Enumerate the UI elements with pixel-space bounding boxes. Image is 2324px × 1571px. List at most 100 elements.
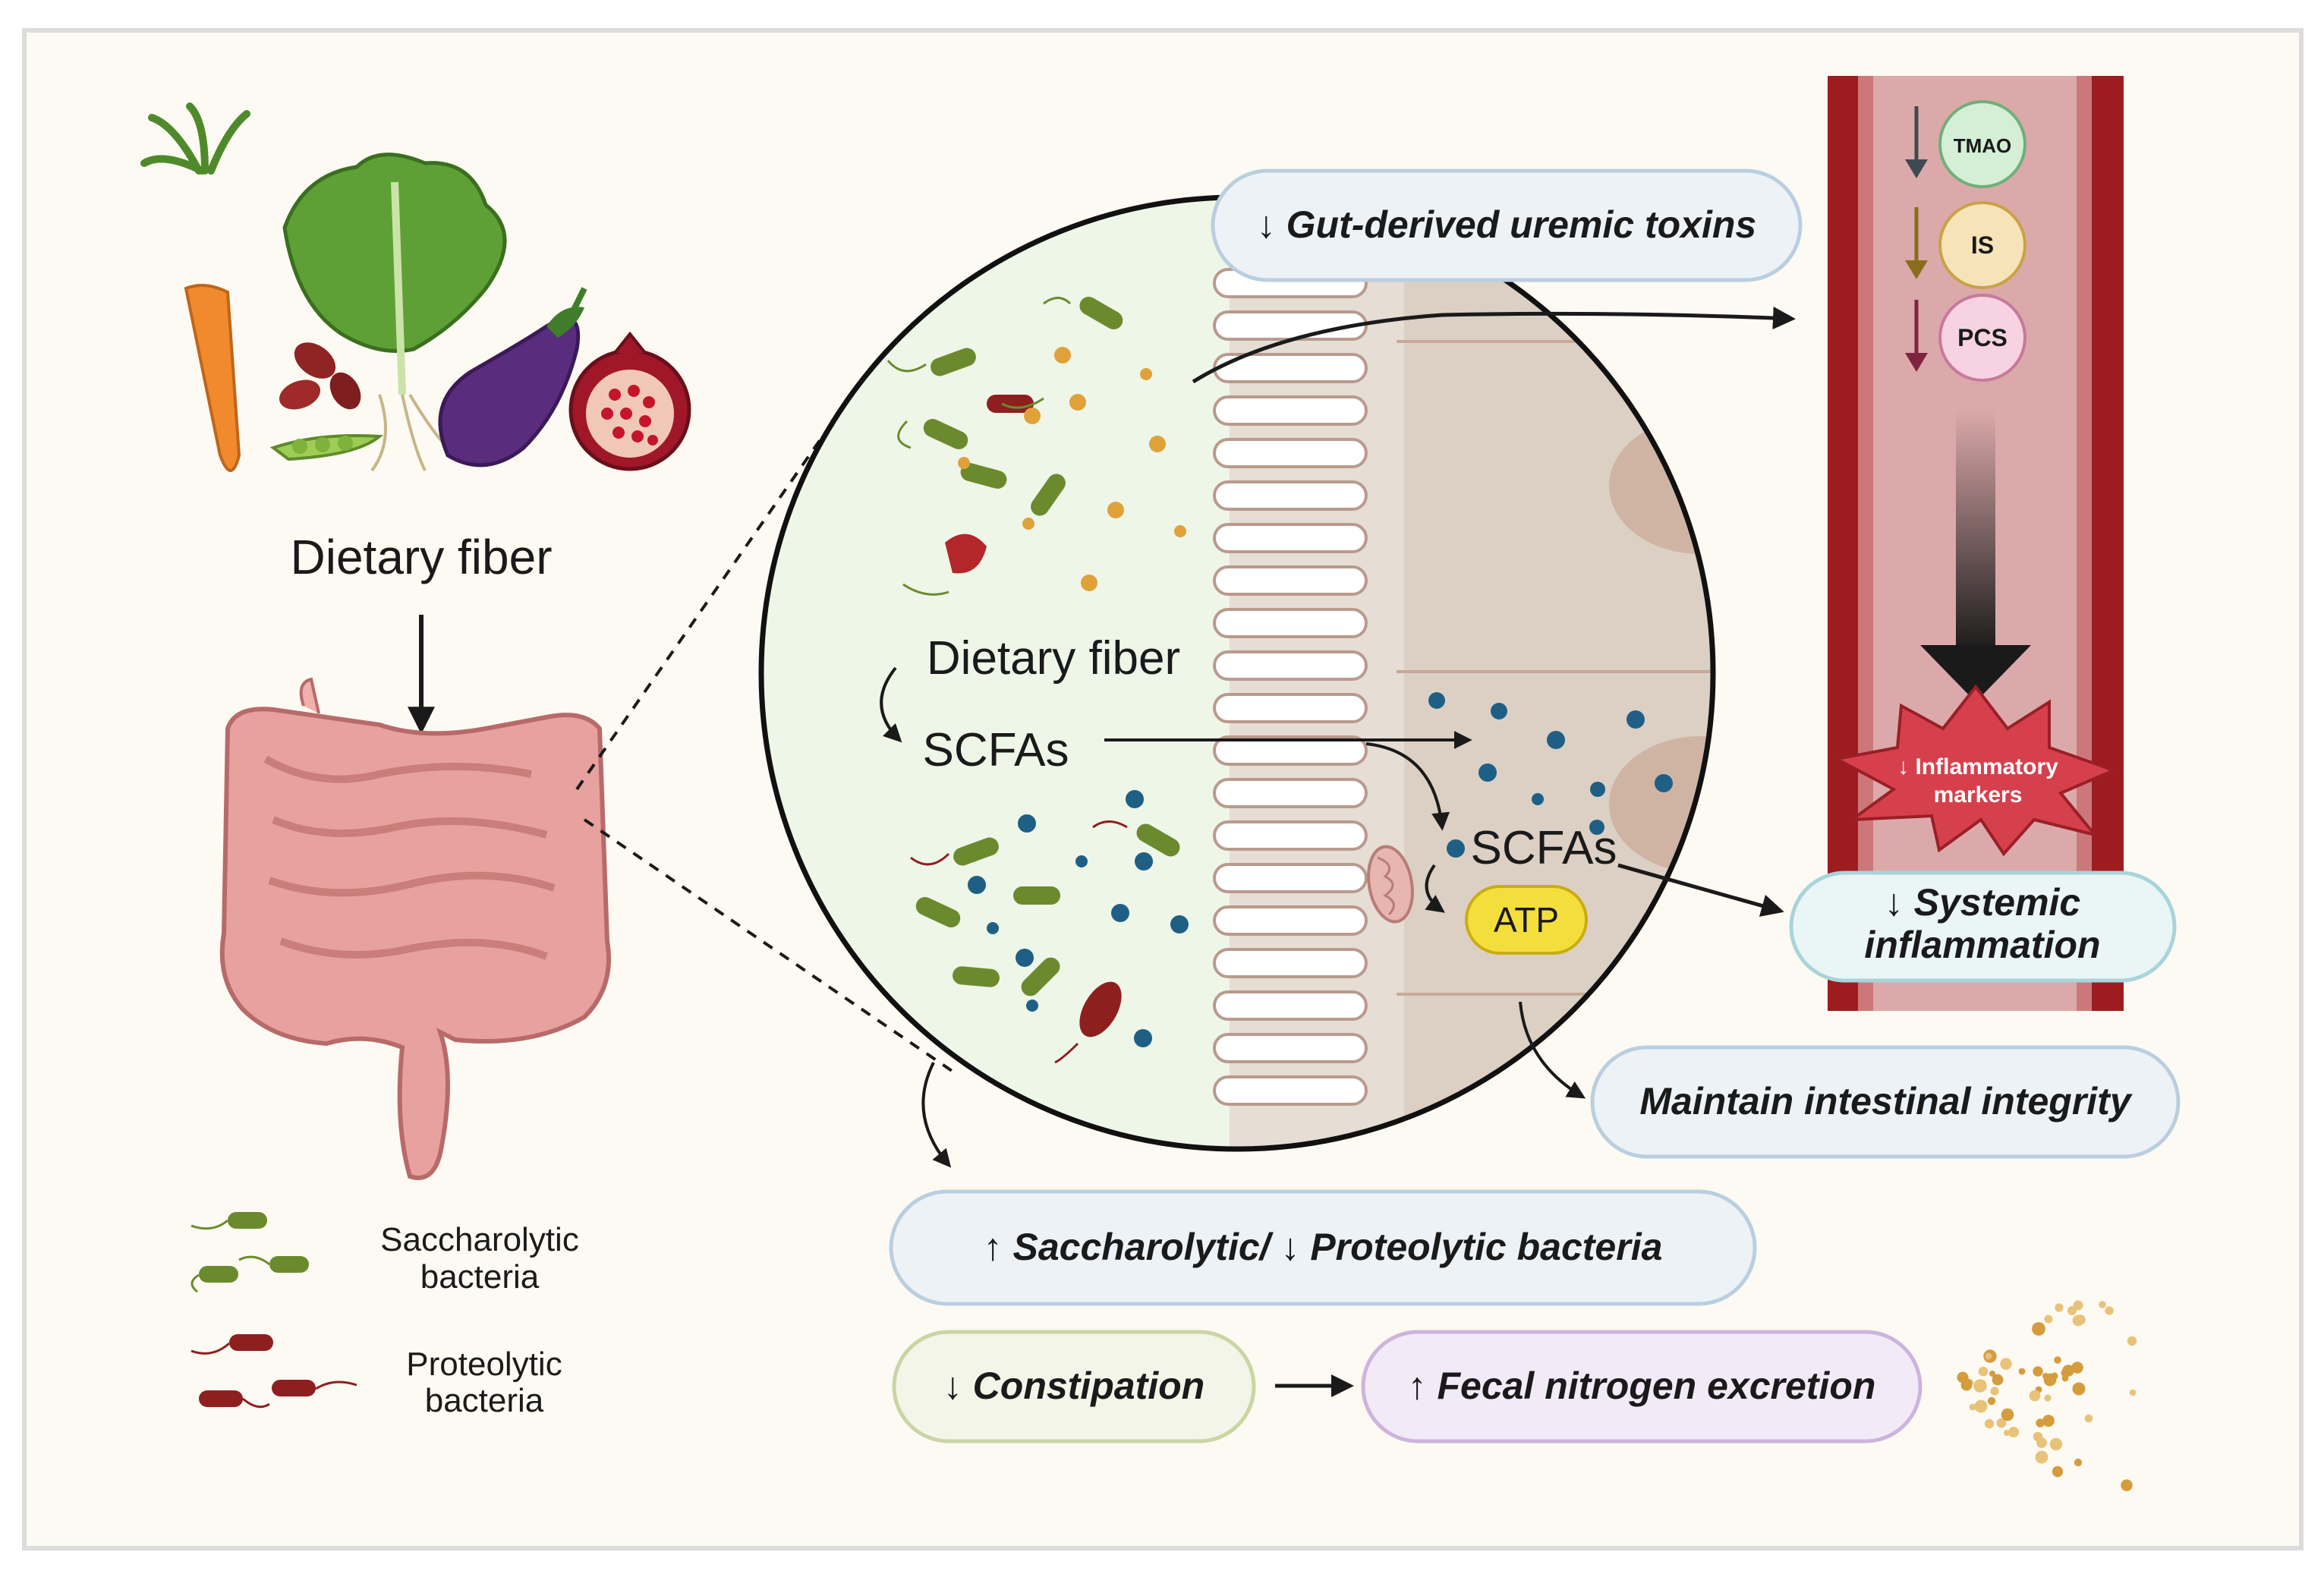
systemic-inflammation-line2: inflammation [1864,924,2100,966]
inflammatory-markers-line2: markers [1934,782,2023,808]
nitrogen-particle [2084,1414,2093,1423]
nitrogen-particle [2099,1301,2106,1308]
fiber-to-scfa-arrow [880,666,902,743]
villus [1213,948,1368,978]
nitrogen-particle [2008,1427,2019,1437]
nitrogen-particle [1974,1399,1988,1413]
to-bacteria-box-arrow [921,1062,952,1168]
lettuce-icon [282,153,507,472]
nitrogen-particle [2105,1306,2114,1315]
uremic-toxin-list: TMAO IS PCS [1905,100,2026,382]
villus [1213,608,1368,638]
intestinal-integrity-box: Maintain intestinal integrity [1590,1045,2181,1159]
villus [1213,438,1368,468]
nitrogen-particle [1990,1387,1999,1396]
legend-proteolytic: Proteolytic bacteria [191,1334,562,1419]
villus [1213,863,1368,893]
nitrogen-particle [2121,1479,2133,1491]
nitrogen-particle [2042,1415,2055,1427]
bacteria-shift-box: ↑ Saccharolytic/ ↓ Proteolytic bacteria [889,1189,1757,1306]
atp-label: ATP [1494,900,1559,940]
lumen-bacteria-bottom [910,790,1189,1064]
nitrogen-particle [2032,1322,2045,1336]
intestinal-villi [1213,268,1368,1106]
nitrogen-particle [2061,1374,2069,1382]
nitrogen-particle [2073,1300,2083,1311]
dietary-fiber-label: Dietary fiber [291,530,553,584]
nitrogen-particle [2044,1394,2052,1402]
pea-pod-icon [269,434,384,461]
decrease-arrow-head [1905,260,1928,279]
nitrogen-particle [1989,1370,1996,1377]
legend-saccharolytic-line2: bacteria [420,1258,540,1296]
villus [1213,480,1368,511]
fecal-nitrogen-text: ↑ Fecal nitrogen excretion [1408,1365,1876,1407]
nitrogen-particle [2000,1358,2012,1370]
toxin-tmao: TMAO [1905,100,2026,188]
nitrogen-particle [1992,1374,2004,1386]
nitrogen-particle [2035,1450,2048,1464]
toxin-is: IS [1905,201,2026,289]
uremic-toxins-text: ↓ Gut-derived uremic toxins [1257,203,1756,246]
intestine-icon [219,677,611,1180]
constipation-box: ↓ Constipation [892,1330,1256,1443]
mitochondrion-icon [1367,845,1414,924]
villus [1213,565,1368,596]
saccharolytic-bacteria-icon [191,1212,309,1293]
eggplant-icon [438,287,587,468]
inflammatory-markers-burst: ↓ Inflammatory markers [1832,684,2118,857]
systemic-inflammation-box: ↓ Systemic inflammation [1789,871,2177,983]
nitrogen-particle [2072,1382,2086,1396]
nitrogen-particle [2033,1366,2043,1377]
nitrogen-particle [2129,1389,2137,1396]
mitochondria-to-atp-arrow [1425,864,1445,913]
villus [1213,523,1368,553]
toxin-label: IS [1971,231,1994,259]
nitrogen-particle [2074,1458,2083,1467]
villus [1213,395,1368,426]
villus [1213,905,1368,936]
nitrogen-particle [1996,1418,2007,1428]
villus [1213,820,1368,851]
nitrogen-particle [1969,1403,1976,1411]
villus [1213,650,1368,681]
nitrogen-particle [2062,1365,2074,1377]
nitrogen-particle [2072,1314,2084,1327]
nitrogen-particle [1985,1352,1992,1360]
nitrogen-particle [2067,1306,2077,1315]
zoom-line-bottom [583,818,958,1075]
systemic-inflammation-line1: ↓ Systemic [1885,881,2081,924]
lumen-bacteria-top [886,297,1186,596]
legend-saccharolytic: Saccharolytic bacteria [191,1212,579,1296]
toxin-circle [1938,294,2026,382]
fecal-nitrogen-box: ↑ Fecal nitrogen excretion [1361,1330,1922,1443]
nitrogen-particle [1987,1396,1996,1406]
nitrogen-particle [1962,1378,1973,1389]
nitrogen-particle [2071,1362,2083,1374]
nitrogen-particle [2036,1437,2047,1448]
nitrogen-particle [1973,1379,1987,1393]
intestinal-integrity-text: Maintain intestinal integrity [1639,1080,2132,1122]
toxin-label: TMAO [1954,134,2012,157]
kidney-beans-icon [279,342,361,410]
toxin-label: PCS [1957,324,2008,351]
circle-dietary-fiber-label: Dietary fiber [927,632,1180,685]
atp-badge: ATP [1465,885,1588,955]
legend-saccharolytic-line1: Saccharolytic [380,1221,579,1258]
bacteria-shift-text: ↑ Saccharolytic/ ↓ Proteolytic bacteria [984,1226,1663,1268]
decrease-arrow-head [1905,353,1928,372]
cell-scfa-label: SCFAs [1471,822,1617,874]
nitrogen-particle [1984,1418,1995,1429]
nitrogen-particle [2004,1430,2010,1436]
nitrogen-particles [1957,1300,2137,1491]
toxin-circle [1938,201,2026,289]
nitrogen-particle [2043,1373,2057,1387]
nitrogen-particle [2055,1303,2064,1312]
nitrogen-particle [2044,1314,2053,1324]
to-integrity-arrow [1519,1001,1586,1099]
nitrogen-particle [2018,1368,2026,1375]
nitrogen-particle [2052,1466,2064,1478]
villus [1213,990,1368,1021]
legend-proteolytic-line1: Proteolytic [406,1346,562,1383]
